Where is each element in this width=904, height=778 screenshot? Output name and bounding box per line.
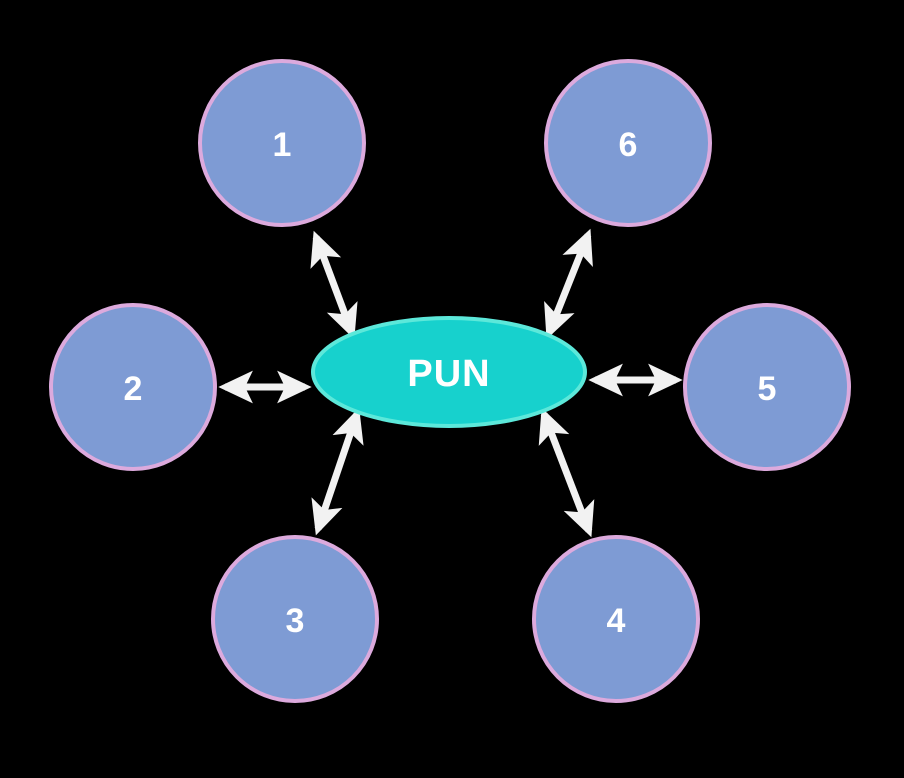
node-3-label: 3 bbox=[286, 602, 305, 640]
connector-hub-node-1 bbox=[310, 230, 358, 340]
node-1-circle[interactable] bbox=[198, 59, 366, 227]
node-2-label: 2 bbox=[124, 370, 143, 408]
node-6[interactable]: 6 bbox=[544, 59, 712, 227]
hub-ellipse[interactable] bbox=[311, 316, 587, 428]
hub-node-pun[interactable]: PUN bbox=[311, 316, 587, 428]
node-3-circle[interactable] bbox=[211, 535, 379, 703]
node-5-circle[interactable] bbox=[683, 303, 851, 471]
node-2[interactable]: 2 bbox=[49, 303, 217, 471]
node-group: 1 2 3 4 5 6 bbox=[49, 59, 851, 703]
node-1[interactable]: 1 bbox=[198, 59, 366, 227]
connector-hub-node-3 bbox=[311, 407, 364, 536]
connector-hub-node-4 bbox=[538, 407, 595, 538]
node-4[interactable]: 4 bbox=[532, 535, 700, 703]
node-4-label: 4 bbox=[607, 602, 626, 640]
node-2-circle[interactable] bbox=[49, 303, 217, 471]
connector-hub-node-6 bbox=[544, 228, 593, 340]
node-6-circle[interactable] bbox=[544, 59, 712, 227]
node-6-label: 6 bbox=[619, 126, 638, 164]
node-5-label: 5 bbox=[758, 370, 777, 408]
hub-label: PUN bbox=[407, 353, 490, 395]
node-4-circle[interactable] bbox=[532, 535, 700, 703]
connector-group bbox=[218, 228, 683, 538]
node-3[interactable]: 3 bbox=[211, 535, 379, 703]
node-5[interactable]: 5 bbox=[683, 303, 851, 471]
node-1-label: 1 bbox=[273, 126, 292, 164]
